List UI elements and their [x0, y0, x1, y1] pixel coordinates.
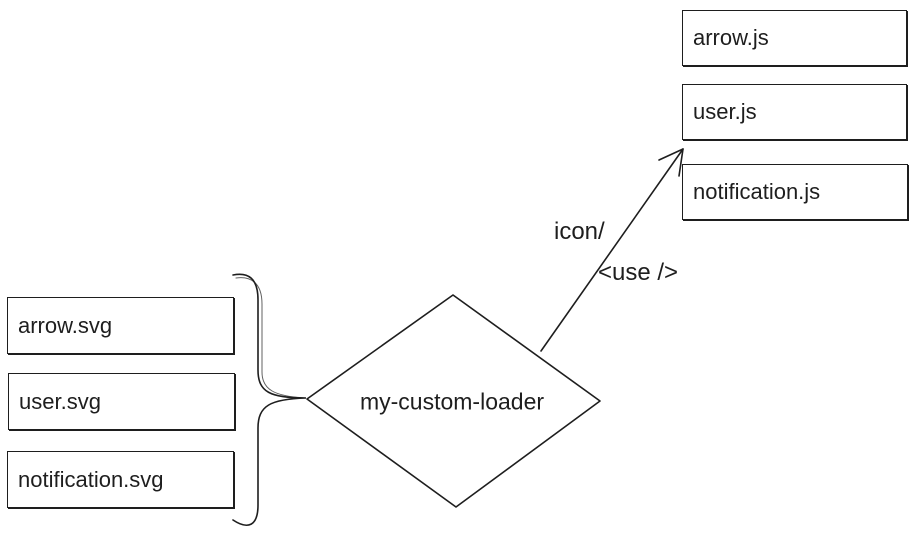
source-file-label: arrow.svg — [18, 312, 113, 338]
edge-label-icon: icon/ — [554, 218, 605, 245]
output-file-label: arrow.js — [693, 25, 769, 50]
icon-use-arrow — [540, 148, 684, 352]
source-file-notification-svg: notification.svg — [7, 451, 234, 508]
output-file-user-js: user.js — [682, 84, 907, 140]
source-file-arrow-svg: arrow.svg — [7, 297, 234, 354]
edge-label-use: <use /> — [598, 259, 679, 286]
loader-label: my-custom-loader — [359, 388, 545, 415]
arrowhead — [658, 148, 684, 177]
output-file-label: user.js — [693, 99, 757, 124]
source-file-label: user.svg — [19, 388, 101, 414]
output-file-arrow-js: arrow.js — [682, 10, 907, 66]
source-file-label: notification.svg — [18, 466, 164, 492]
source-file-user-svg: user.svg — [8, 373, 235, 430]
grouping-brace — [232, 273, 307, 526]
output-file-notification-js: notification.js — [682, 164, 908, 220]
loader-diamond — [306, 294, 601, 508]
output-file-label: notification.js — [693, 179, 821, 204]
grouping-brace-echo — [235, 277, 305, 399]
